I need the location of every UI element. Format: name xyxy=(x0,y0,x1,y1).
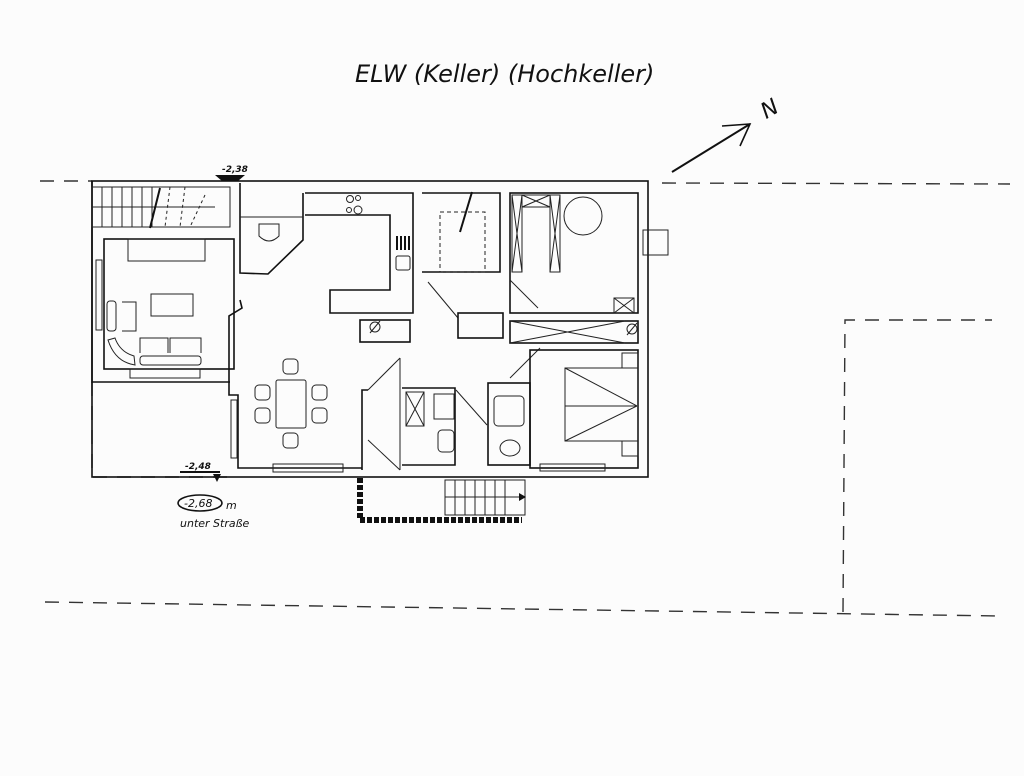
entrance-corridor xyxy=(361,357,401,471)
north-arrow-icon: N xyxy=(671,95,784,173)
street-level-note: -2,68 m unter Straße xyxy=(177,494,250,530)
exterior-steps xyxy=(444,479,526,516)
level-label-terrace: -2,48 xyxy=(185,462,211,472)
bathroom xyxy=(402,382,531,466)
level-note: unter Straße xyxy=(180,517,250,530)
dining-area xyxy=(228,299,362,473)
level-label-entry: -2,38 xyxy=(222,165,248,175)
level-label-circled: -2,68 xyxy=(184,497,212,510)
kitchen xyxy=(305,192,414,343)
north-label: N xyxy=(757,95,784,125)
property-boundary xyxy=(40,180,1011,617)
wc-small xyxy=(239,183,304,275)
outer-walls xyxy=(91,180,649,478)
technical-room xyxy=(509,192,669,314)
living-room xyxy=(95,238,235,379)
corridor-closet xyxy=(509,320,639,379)
rubble-stone-wall xyxy=(357,478,522,523)
bedroom xyxy=(529,349,639,472)
storage-rooms xyxy=(422,191,504,339)
plan-title: ELW (Keller) (Hochkeller) xyxy=(355,60,654,88)
terrace-level-marker: -2,48 xyxy=(180,462,221,482)
staircase xyxy=(91,186,231,229)
entry-level-marker: -2,38 xyxy=(215,165,248,181)
level-unit: m xyxy=(226,499,237,512)
